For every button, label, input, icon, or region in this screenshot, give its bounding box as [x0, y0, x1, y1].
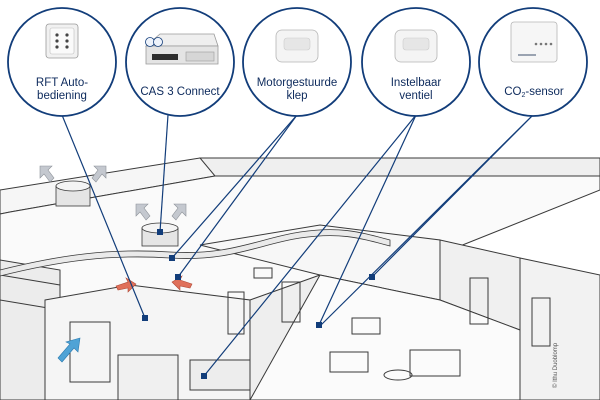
- ventilation-unit-icon: [144, 33, 219, 65]
- callout-label-line: klep: [286, 90, 308, 102]
- indoor-airflow-arrow: [57, 337, 81, 363]
- callout-label-ventiel: Instelbaar ventiel: [368, 77, 464, 103]
- callout-label-rft: RFT Auto- bediening: [14, 77, 110, 103]
- callout-circle-rft: [7, 7, 117, 117]
- doors-windows: [69, 267, 551, 400]
- callout-label-line: RFT Auto-: [35, 77, 89, 89]
- roof-fan-left: [55, 180, 91, 207]
- valve-icon: [275, 29, 319, 63]
- callout-label-klep: Motorgestuurde klep: [249, 77, 345, 103]
- callout-label-co2: CO2-sensor: [486, 86, 582, 102]
- wall-switch-icon: [45, 23, 79, 59]
- callout-label-line: bediening: [37, 90, 87, 102]
- co2-label-sub: 2: [521, 92, 526, 99]
- valve-icon-2: [394, 29, 438, 63]
- callout-leaders: [61, 114, 534, 377]
- device-markers: [142, 229, 375, 379]
- copyright-notice: © Ithu Duoblomp: [553, 342, 559, 388]
- callout-label-line: Instelbaar: [390, 77, 442, 89]
- ductwork: [0, 229, 391, 277]
- exhaust-arrows: [39, 165, 187, 221]
- callout-label-line: ventiel: [399, 90, 433, 102]
- callout-label-line: Motorgestuurde: [256, 77, 338, 89]
- callout-label-line: CAS 3 Connect: [140, 86, 220, 98]
- co2-sensor-icon: [510, 21, 558, 63]
- co2-label-main: CO: [504, 86, 522, 98]
- co2-label-rest: -sensor: [525, 86, 564, 98]
- callout-label-cas: CAS 3 Connect: [132, 86, 228, 99]
